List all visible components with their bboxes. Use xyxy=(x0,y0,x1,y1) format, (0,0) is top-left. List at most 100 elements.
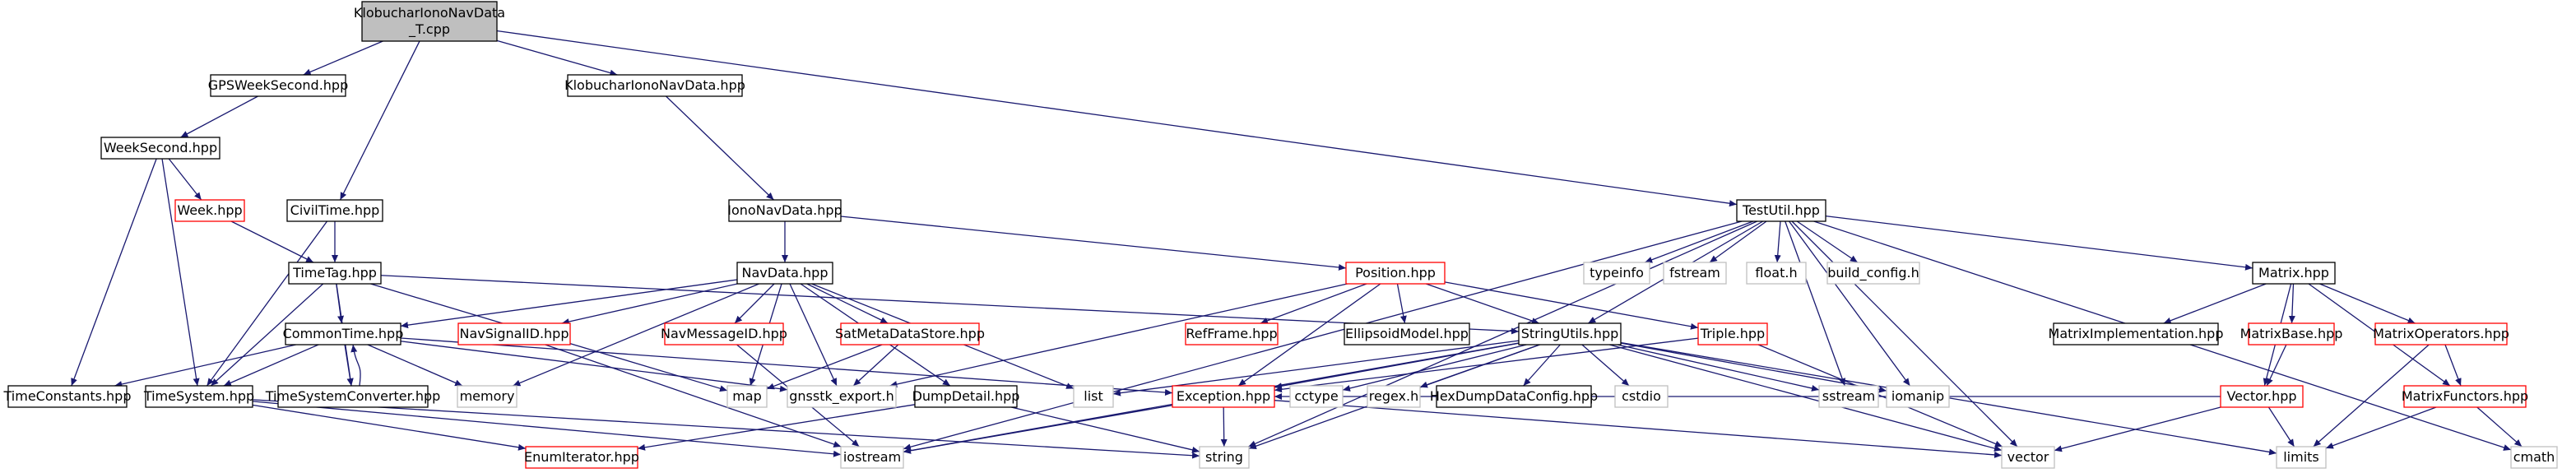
node-timeconstants[interactable]: TimeConstants.hpp xyxy=(3,385,132,408)
node-label: Vector.hpp xyxy=(2226,388,2296,404)
node-list: list xyxy=(1073,385,1114,408)
node-label: vector xyxy=(2007,449,2049,465)
node-satmeta[interactable]: SatMetaDataStore.hpp xyxy=(835,322,985,345)
node-matrix_ops[interactable]: MatrixOperators.hpp xyxy=(2373,322,2509,345)
node-label: WeekSecond.hpp xyxy=(104,140,217,155)
edge-exception-to-vector xyxy=(1274,400,2003,458)
node-civiltime[interactable]: CivilTime.hpp xyxy=(286,199,383,222)
node-layer: KlobucharIonoNavData_T.cppGPSWeekSecond.… xyxy=(3,1,2558,469)
edge-stringutils-to-iomanip xyxy=(1620,342,1887,393)
node-box xyxy=(1199,446,1250,469)
node-regex: regex.h xyxy=(1367,385,1421,408)
node-navmessageid[interactable]: NavMessageID.hpp xyxy=(661,322,787,345)
node-matrix_base[interactable]: MatrixBase.hpp xyxy=(2240,322,2343,345)
edge-matrix_base-to-vector_hpp xyxy=(2266,344,2287,387)
node-klobuchar_hpp[interactable]: KlobucharIonoNavData.hpp xyxy=(564,74,745,97)
node-position[interactable]: Position.hpp xyxy=(1345,262,1446,285)
node-label: GPSWeekSecond.hpp xyxy=(208,77,348,93)
node-label: TestUtil.hpp xyxy=(1742,202,1820,218)
node-navdata[interactable]: NavData.hpp xyxy=(736,262,833,285)
node-label: map xyxy=(732,388,762,404)
edge-weeksecond-to-timeconstants xyxy=(71,158,157,387)
edge-timesystem-to-string xyxy=(252,399,1200,459)
edge-navdata-to-memory xyxy=(513,283,759,387)
node-refframe[interactable]: RefFrame.hpp xyxy=(1185,322,1279,345)
node-box xyxy=(1185,322,1279,345)
node-box xyxy=(2510,446,2558,469)
node-cmath: cmath xyxy=(2510,446,2558,469)
node-enumiterator[interactable]: EnumIterator.hpp xyxy=(524,446,639,469)
edge-klobuchar_cpp-to-klobuchar_hpp xyxy=(496,39,618,77)
edge-commontime-to-timesysconv xyxy=(344,344,354,387)
node-box xyxy=(728,199,842,222)
node-hexdump[interactable]: HexDumpDataConfig.hpp xyxy=(1430,385,1598,408)
node-box xyxy=(1826,262,1920,285)
node-memory: memory xyxy=(457,385,518,408)
node-dumpdetail[interactable]: DumpDetail.hpp xyxy=(912,385,1020,408)
node-fstream: fstream xyxy=(1663,262,1727,285)
node-exception[interactable]: Exception.hpp xyxy=(1172,385,1275,408)
node-matrix[interactable]: Matrix.hpp xyxy=(2252,262,2336,285)
edge-exception-to-iostream xyxy=(903,405,1173,454)
node-timesystem[interactable]: TimeSystem.hpp xyxy=(143,385,254,408)
node-box xyxy=(567,74,743,97)
node-box xyxy=(1736,199,1826,222)
edge-weeksecond-to-week xyxy=(168,158,202,201)
node-label: EllipsoidModel.hpp xyxy=(1345,326,1469,341)
node-label: HexDumpDataConfig.hpp xyxy=(1430,388,1598,404)
edge-testutil-to-float_h xyxy=(1774,220,1781,263)
node-box xyxy=(457,322,571,345)
node-triple[interactable]: Triple.hpp xyxy=(1697,322,1768,345)
node-gpsweeksecond[interactable]: GPSWeekSecond.hpp xyxy=(208,74,348,97)
node-stringutils[interactable]: StringUtils.hpp xyxy=(1518,322,1622,345)
node-label: float.h xyxy=(1755,265,1797,281)
node-vector_hpp[interactable]: Vector.hpp xyxy=(2220,385,2304,408)
node-label: Position.hpp xyxy=(1355,265,1436,281)
edge-dumpdetail-to-string xyxy=(1011,406,1200,453)
edge-position-to-exception xyxy=(1237,283,1381,387)
node-label: MatrixOperators.hpp xyxy=(2373,326,2509,341)
node-box xyxy=(457,385,518,408)
edge-ionnavdata-to-position xyxy=(840,216,1347,271)
node-matrix_impl[interactable]: MatrixImplementation.hpp xyxy=(2049,322,2224,345)
node-label: build_config.h xyxy=(1827,265,1919,281)
edge-navdata-to-navmessageid xyxy=(734,283,775,324)
node-label: sstream xyxy=(1822,388,1875,404)
edge-klobuchar_cpp-to-civiltime xyxy=(339,40,420,201)
node-sstream: sstream xyxy=(1818,385,1879,408)
node-week[interactable]: Week.hpp xyxy=(174,199,245,222)
node-label: cstdio xyxy=(1622,388,1661,404)
node-label: MatrixBase.hpp xyxy=(2240,326,2343,341)
node-box xyxy=(1614,385,1669,408)
edge-stringutils-to-cctype xyxy=(1342,344,1527,392)
edge-navdata-to-commontime xyxy=(400,279,738,329)
node-box xyxy=(1697,322,1768,345)
node-navsignalid[interactable]: NavSignalID.hpp xyxy=(457,322,571,345)
node-box xyxy=(840,322,980,345)
node-box xyxy=(736,262,833,285)
node-label: KlobucharIonoNavData xyxy=(354,5,505,21)
node-timesysconv[interactable]: TimeSystemConverter.hpp xyxy=(265,385,441,408)
node-box xyxy=(1073,385,1114,408)
node-box xyxy=(1436,385,1592,408)
node-label: TimeSystemConverter.hpp xyxy=(265,388,441,404)
node-label: EnumIterator.hpp xyxy=(524,449,639,465)
node-klobuchar_cpp[interactable]: KlobucharIonoNavData_T.cpp xyxy=(354,1,505,42)
node-matrix_functors[interactable]: MatrixFunctors.hpp xyxy=(2402,385,2528,408)
node-commontime[interactable]: CommonTime.hpp xyxy=(283,322,404,345)
node-label: iostream xyxy=(843,449,901,465)
node-label: regex.h xyxy=(1369,388,1418,404)
edge-stringutils-to-cstdio xyxy=(1581,344,1630,387)
node-box xyxy=(525,446,638,469)
node-box xyxy=(2053,322,2219,345)
node-ionnavdata[interactable]: IonoNavData.hpp xyxy=(727,199,842,222)
node-ellipsoid[interactable]: EllipsoidModel.hpp xyxy=(1344,322,1470,345)
node-testutil[interactable]: TestUtil.hpp xyxy=(1736,199,1826,222)
node-label: NavData.hpp xyxy=(742,265,828,281)
edge-position-to-refframe xyxy=(1260,283,1367,324)
edge-testutil-to-iomanip xyxy=(1789,220,1910,387)
node-weeksecond[interactable]: WeekSecond.hpp xyxy=(100,137,220,160)
node-timetag[interactable]: TimeTag.hpp xyxy=(288,262,382,285)
node-label: typeinfo xyxy=(1590,265,1644,281)
node-label: StringUtils.hpp xyxy=(1521,326,1619,341)
